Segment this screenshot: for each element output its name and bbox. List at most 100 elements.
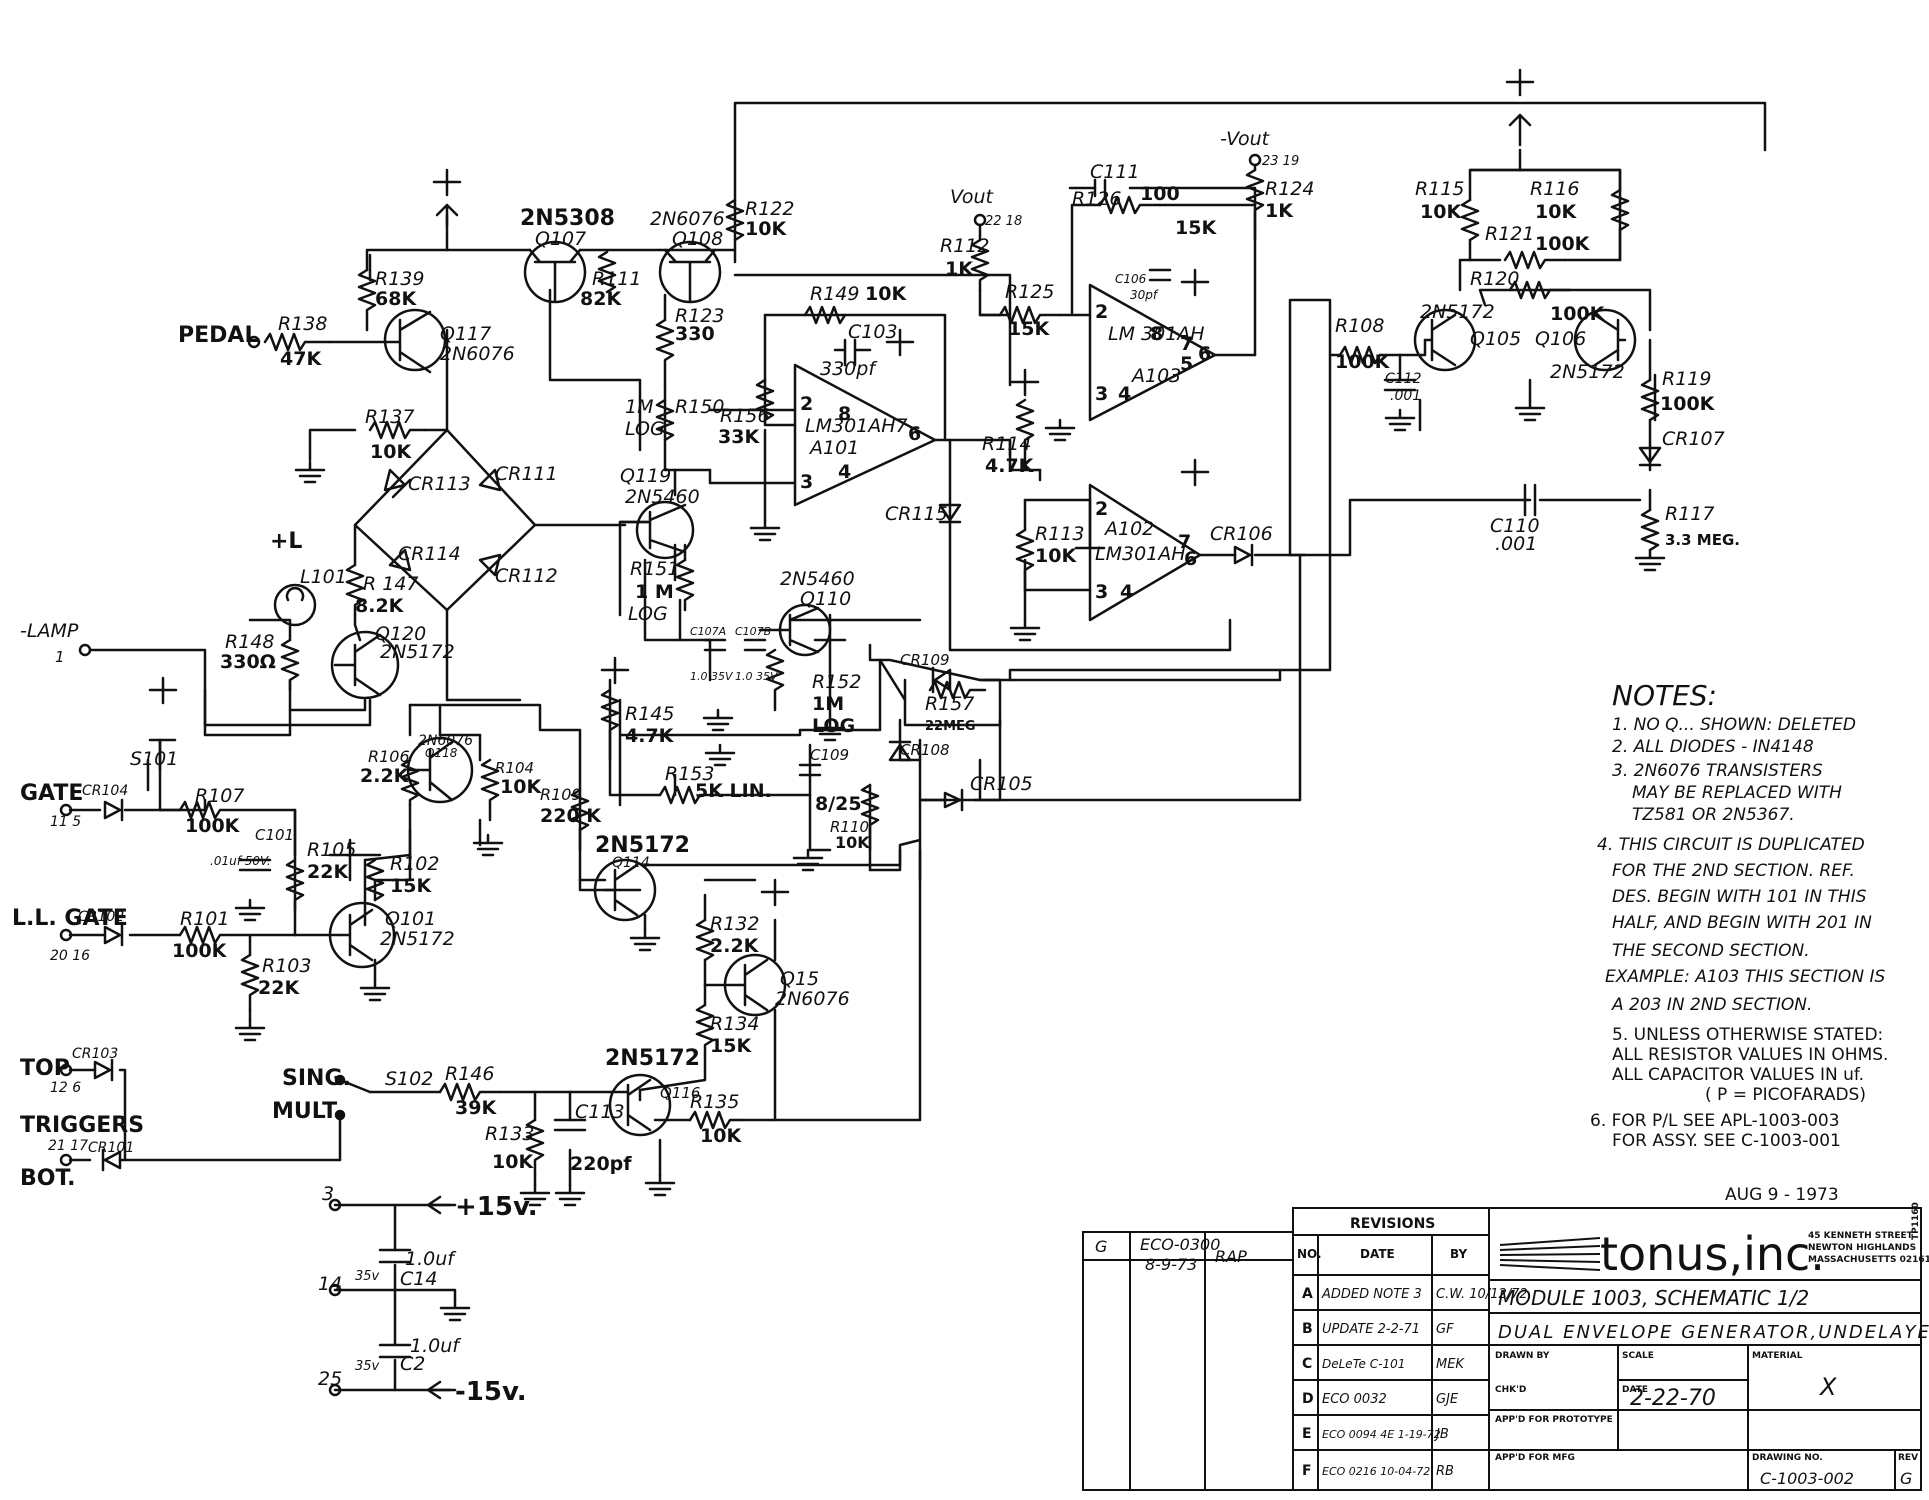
transistor-symbols (328, 240, 1637, 1137)
label-q110-ref: Q110 (800, 588, 851, 610)
label-q105-ref: Q105 (1470, 328, 1521, 350)
opamp-a103 (1088, 283, 1217, 422)
pin-6-a101: 6 (908, 423, 921, 445)
label-r134-value: 15K (710, 1035, 752, 1057)
diode-cr106 (1233, 543, 1254, 567)
transistor-q105 (1413, 308, 1477, 372)
diode-cr114 (388, 548, 412, 572)
date-stamp: AUG 9 - 1973 (1725, 1185, 1839, 1205)
resistor-r116 (1610, 188, 1630, 242)
label-q120-ref: Q120 (375, 623, 426, 645)
resistor-r111 (597, 250, 617, 294)
label-r103-value: 22K (258, 977, 300, 999)
label-r135-ref: R135 (690, 1091, 739, 1113)
lamp-l101 (273, 583, 317, 627)
drawing-title: MODULE 1003, SCHEMATIC 1/2 (1498, 1286, 1809, 1310)
pin-3-a101: 3 (800, 471, 813, 493)
scale-label: SCALE (1622, 1351, 1654, 1361)
label-gnd-pin: 14 (318, 1273, 342, 1295)
label-n15: -15v. (455, 1377, 527, 1407)
opamp-a102 (1088, 483, 1202, 622)
capacitor-c113 (553, 1118, 587, 1132)
plus-icon (1505, 68, 1535, 97)
resistor-r110 (860, 783, 880, 852)
label-r102-value: 15K (390, 875, 432, 897)
ground-icon (792, 848, 824, 872)
label-cr113: CR113 (408, 473, 471, 495)
resistor-r115 (1460, 198, 1480, 242)
label-r156-value: 33K (718, 426, 760, 448)
capacitor-c112 (1383, 378, 1417, 392)
label-c14-ref: C14 (400, 1268, 437, 1290)
label-r106-value: 2.2K (360, 765, 410, 787)
appd-mfg-label: APP'D FOR MFG (1495, 1453, 1575, 1463)
label-cr114: CR114 (398, 543, 461, 565)
label-a103-ref: A103 (1130, 365, 1181, 387)
label-q114-ref: Q114 (612, 855, 650, 871)
ground-icon (1514, 398, 1546, 422)
label-ll-gate-pins: 20 16 (50, 948, 90, 964)
ground-icon (554, 1183, 586, 1207)
rev-no: D (1302, 1391, 1314, 1407)
date-value: 2-22-70 (1630, 1386, 1716, 1411)
label-q106-type: 2N5172 (1550, 361, 1625, 383)
label-c103-ref: C103 (848, 321, 898, 343)
label-r138-value: 47K (280, 348, 322, 370)
label-c106-value: 30pf (1130, 288, 1159, 302)
resistor-r146 (438, 1082, 502, 1102)
label-c109-value: 8/25 (815, 793, 862, 815)
pin-6-a103: 6 (1198, 343, 1211, 365)
resistor-r107 (178, 800, 242, 820)
terminal-n15 (328, 1383, 342, 1397)
label-r150-ref: R150 (675, 396, 724, 418)
label-r153-ref: R153 (665, 763, 714, 785)
label-c107b-ref: C107B (735, 625, 771, 638)
label-r107-value: 100K (185, 815, 241, 837)
side-code: TP1160 (1911, 1202, 1921, 1240)
ground-icon (234, 898, 266, 922)
rev-value: G (1900, 1469, 1912, 1488)
chkd-label: CHK'D (1495, 1385, 1526, 1395)
resistor-r123 (655, 318, 675, 387)
resistor-r134 (695, 1003, 715, 1057)
label-ll-gate: L.L. GATE (12, 906, 128, 931)
col-no: NO. (1297, 1247, 1322, 1261)
capacitor-c110 (1523, 483, 1537, 517)
label-cr112: CR112 (495, 565, 558, 587)
note-line: EXAMPLE: A103 THIS SECTION IS (1605, 967, 1885, 987)
appd-prototype-label: APP'D FOR PROTOTYPE (1495, 1415, 1613, 1425)
transistor-q107 (523, 240, 587, 304)
pin-4-a102: 4 (1120, 581, 1133, 603)
company-name: tonus,inc. (1600, 1227, 1825, 1281)
label-r125-value: 15K (1008, 318, 1050, 340)
rev-no: A (1302, 1286, 1313, 1302)
terminal-ll-gate (59, 928, 73, 942)
label-c107a-value: 1.0 35V (690, 670, 734, 683)
label-a101-ref: A101 (808, 437, 859, 459)
label-q117-type: 2N6076 (440, 343, 515, 365)
resistor-r132 (695, 918, 715, 962)
label-s102: S102 (385, 1068, 433, 1090)
pin-4-a103: 4 (1118, 383, 1131, 405)
resistor-r138 (263, 332, 332, 352)
label-r146-ref: R146 (445, 1063, 494, 1085)
note-line: 4. THIS CIRCUIT IS DUPLICATED (1597, 835, 1865, 855)
label-p15-pin: 3 (322, 1183, 334, 1205)
transistor-q108 (658, 240, 722, 304)
component-labels: R139 68K R138 47K Q117 2N6076 2N5308 Q10… (72, 128, 1740, 1375)
rev-by: C.W. 10/12/72 (1436, 1287, 1528, 1302)
label-r121-ref: R121 (1485, 223, 1534, 245)
diode-cr101 (101, 1148, 122, 1172)
capacitor-c106 (1148, 268, 1172, 282)
rev-g-no: G (1095, 1237, 1107, 1256)
label-r104-ref: R104 (495, 759, 534, 777)
ground-icon (644, 1173, 676, 1197)
resistor-r108 (1338, 345, 1402, 365)
rev-date: ECO 0032 (1322, 1392, 1387, 1407)
company-address: NEWTON HIGHLANDS (1808, 1243, 1916, 1253)
diode-cr115 (938, 503, 962, 524)
pin-4-a101: 4 (838, 461, 851, 483)
label-r132-ref: R132 (710, 913, 759, 935)
label-cr101: CR101 (88, 1140, 134, 1156)
note-line: HALF, AND BEGIN WITH 201 IN (1612, 913, 1872, 933)
